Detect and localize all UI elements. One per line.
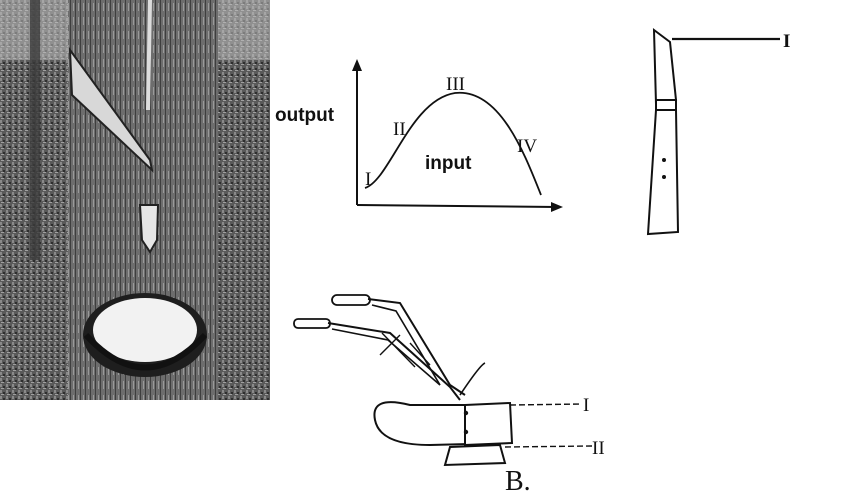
x-axis-arrow — [551, 202, 563, 212]
tapping-knife-diagram: I — [646, 27, 790, 236]
latex-in-cup — [93, 298, 197, 362]
knife-handle — [646, 109, 680, 236]
latex-drip-spout — [138, 204, 160, 254]
knife-ferrule — [655, 99, 677, 111]
plough-part-label-1: I — [583, 395, 589, 416]
plough-body — [464, 401, 514, 447]
y-axis-arrow — [352, 59, 362, 71]
stage-label-4: IV — [517, 136, 537, 157]
y-axis-label-box: output — [275, 105, 335, 126]
plough-leader-line-2 — [504, 445, 593, 448]
stage-label-1: I — [365, 169, 371, 190]
production-curve — [364, 92, 542, 196]
plough-handle-right — [293, 318, 331, 329]
production-curve-graph: I II III IV input — [352, 59, 563, 212]
tapping-spout — [68, 46, 154, 173]
plough-share — [443, 443, 507, 467]
plough-leader-line-1 — [509, 403, 583, 406]
stage-label-2: II — [393, 119, 406, 140]
y-axis-label: output — [275, 105, 335, 126]
knife-blade — [652, 27, 678, 106]
x-axis-label: input — [425, 153, 472, 174]
stage-label-3: III — [446, 74, 465, 95]
plough-handle-left — [331, 294, 371, 306]
knife-part-label: I — [783, 31, 790, 52]
plough-figure-label: B. — [505, 466, 531, 495]
x-axis — [356, 204, 558, 208]
plough-diagram: I II B. — [293, 294, 605, 495]
plough-part-label-2: II — [592, 438, 605, 459]
rubber-tapping-photo — [0, 0, 270, 400]
